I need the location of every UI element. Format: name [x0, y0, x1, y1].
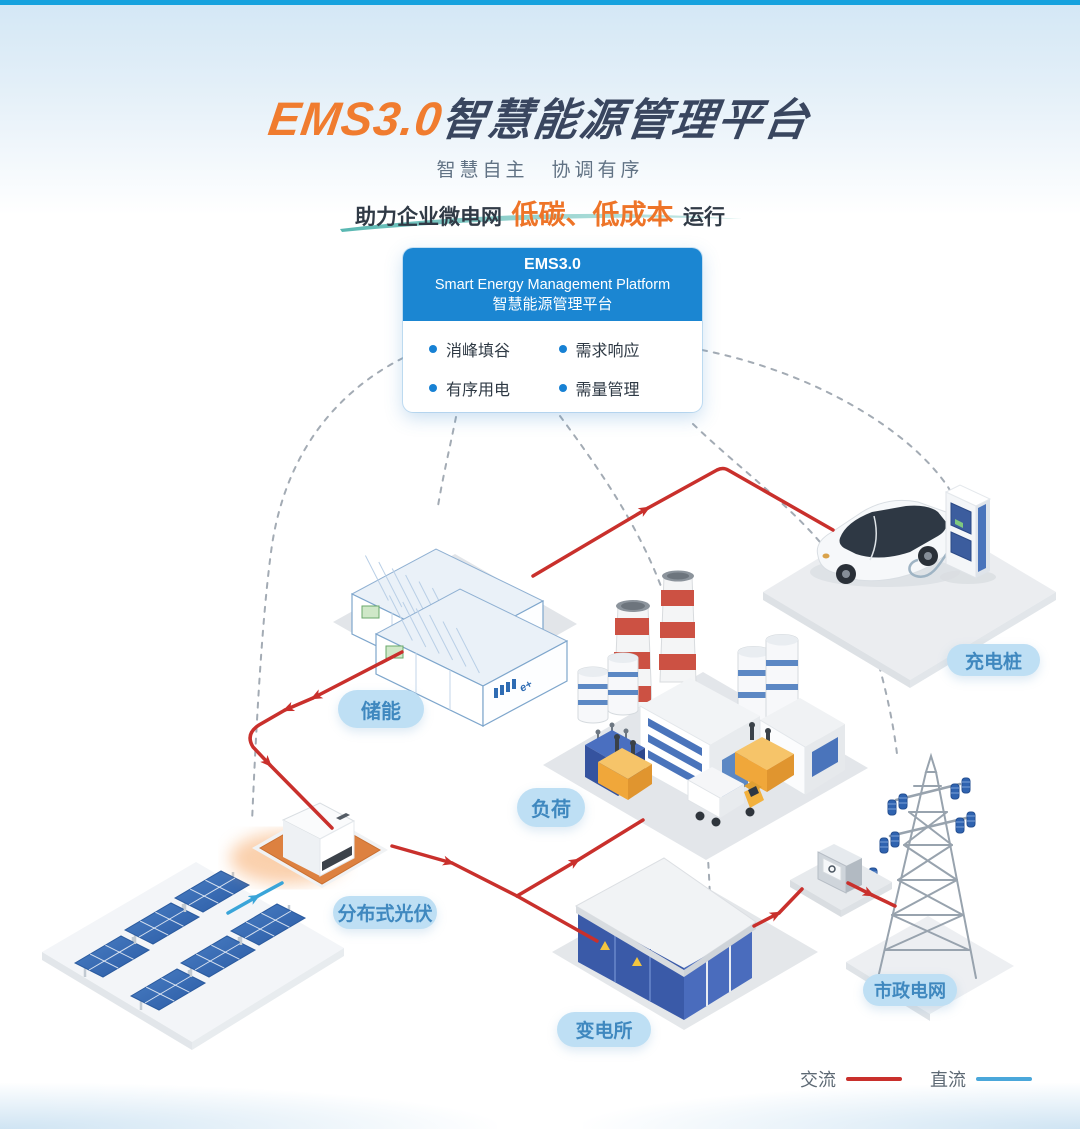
ac-corner-to-pv — [248, 708, 287, 768]
dc-panels-to-inverter — [226, 894, 261, 915]
tagline: 助力企业微电网 低碳、低成本 运行 — [0, 193, 1080, 232]
bullet-dot-icon — [429, 384, 437, 392]
ac-lines — [248, 466, 897, 943]
feature-item: 需量管理 — [558, 376, 689, 400]
ac-junction-to-substation — [515, 894, 599, 943]
label-storage: 储能 — [338, 690, 424, 728]
legend-dc-label: 直流 — [930, 1070, 966, 1090]
legend-ac: 交流 — [800, 1066, 902, 1092]
ac-meter-to-tower — [846, 881, 875, 897]
dc-lines — [226, 881, 284, 915]
ems-card-header: EMS3.0 Smart Energy Management Platform … — [403, 248, 702, 321]
ems-platform-card: EMS3.0 Smart Energy Management Platform … — [403, 248, 702, 412]
ac-storage-down — [310, 650, 404, 700]
feature-label: 需量管理 — [575, 382, 640, 399]
ems-link-charger — [701, 349, 955, 516]
feature-label: 需求响应 — [575, 343, 640, 360]
substation-illustration — [552, 857, 818, 1030]
charger-illustration — [763, 484, 1056, 688]
pv-illustration — [42, 802, 388, 1050]
tagline-highlight: 低碳、低成本 — [511, 200, 674, 230]
ems-card-features: 消峰填谷 需求响应 有序用电 需量管理 — [403, 321, 702, 400]
ac-pv-to-junction — [390, 844, 455, 866]
dc-panels-to-inverter-2 — [256, 881, 284, 898]
bullet-dot-icon — [429, 345, 437, 353]
ems-card-title-en: Smart Energy Management Platform — [434, 276, 671, 293]
ac-junction-to-load-2 — [576, 818, 645, 862]
ac-storage-to-charger — [531, 506, 651, 578]
tagline-suffix: 运行 — [682, 206, 725, 229]
storage-illustration: e+ — [333, 548, 577, 728]
ems-link-pv — [251, 357, 404, 823]
storage-logo-text: e+ — [518, 678, 535, 695]
label-substation: 变电所 — [557, 1012, 651, 1047]
grid-illustration — [790, 752, 1014, 1021]
legend-dc: 直流 — [930, 1066, 1032, 1092]
ems-card-title: EMS3.0 — [524, 256, 581, 273]
feature-item: 需求响应 — [558, 337, 689, 361]
charging-pillar — [908, 484, 996, 584]
bottom-left-wave — [0, 1083, 497, 1129]
tagline-swoosh — [340, 213, 742, 232]
truck — [687, 767, 764, 827]
ev-car — [816, 499, 965, 584]
feature-label: 消峰填谷 — [446, 343, 511, 360]
ac-junction-to-load — [515, 858, 581, 898]
page-title: EMS3.0智慧能源管理平台 — [0, 84, 1080, 148]
load-illustration — [543, 570, 868, 860]
page-subtitle: 智慧自主 协调有序 — [436, 160, 644, 181]
tagline-prefix: 助力企业微电网 — [355, 206, 503, 229]
bottom-right-wave — [583, 1083, 1080, 1129]
bullet-dot-icon — [558, 345, 567, 353]
ac-pv-to-junction-2 — [450, 861, 519, 898]
page-title-zh: 智慧能源管理平台 — [438, 96, 814, 145]
ac-meter-to-tower-2 — [870, 893, 897, 908]
ac-substation-to-meter — [752, 911, 782, 928]
label-load: 负荷 — [517, 788, 585, 827]
feature-label: 有序用电 — [446, 382, 511, 399]
ac-substation-to-meter-2 — [777, 887, 804, 915]
ac-storage-down-2 — [282, 696, 315, 712]
label-grid: 市政电网 — [863, 974, 957, 1006]
label-charger: 充电桩 — [947, 644, 1040, 676]
ems-link-storage — [437, 416, 457, 507]
bullet-dot-icon — [558, 384, 567, 392]
inverter-box — [281, 802, 356, 877]
top-gradient-band — [0, 0, 1080, 215]
legend: 交流 直流 — [800, 1066, 1032, 1092]
page-title-en: EMS3.0 — [265, 92, 446, 145]
ems-card-title-zh: 智慧能源管理平台 — [492, 296, 613, 314]
meter-box — [790, 844, 892, 917]
top-blue-strip — [0, 0, 1080, 5]
feature-item: 有序用电 — [429, 376, 559, 400]
dc-line-swatch — [976, 1077, 1032, 1081]
feature-item: 消峰填谷 — [429, 337, 559, 361]
label-pv: 分布式光伏 — [333, 896, 437, 929]
ac-corner-to-pv-2 — [268, 763, 334, 830]
legend-ac-label: 交流 — [800, 1070, 836, 1090]
ac-line-swatch — [846, 1077, 902, 1081]
ac-storage-to-charger-2 — [646, 466, 835, 532]
